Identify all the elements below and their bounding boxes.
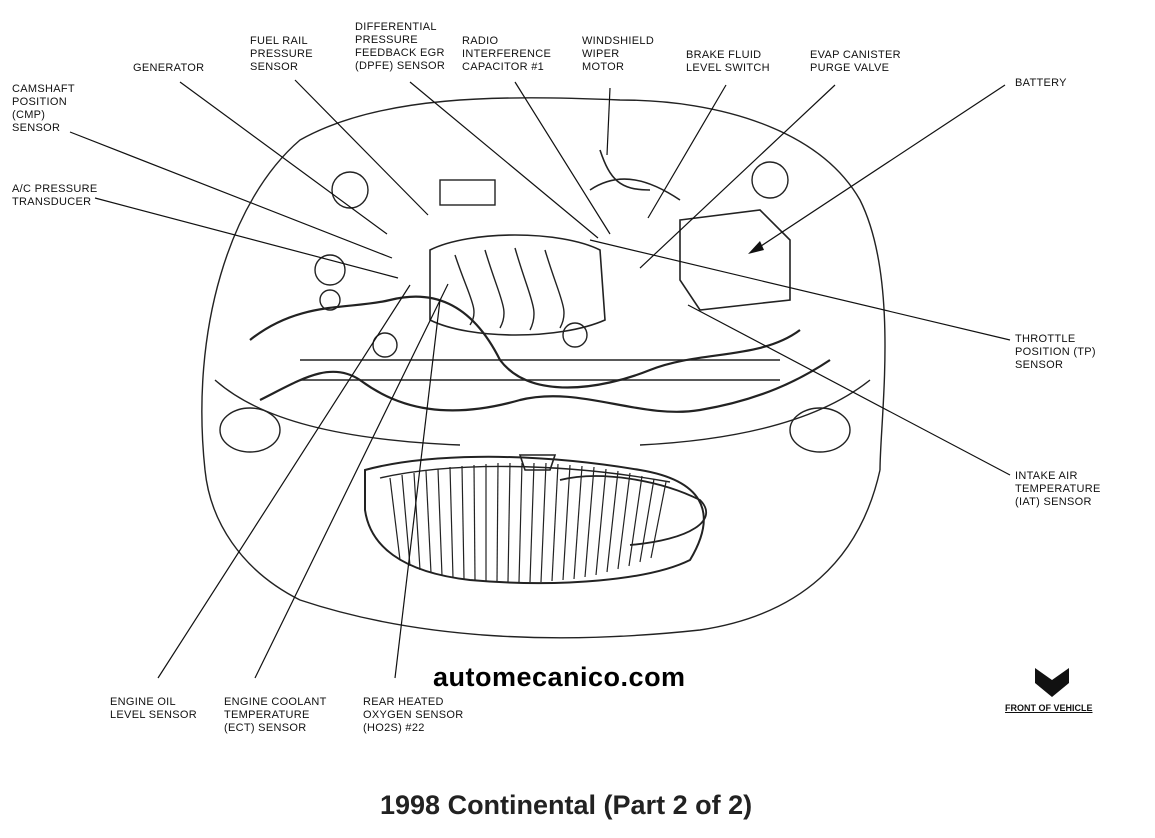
leader-generator: [179, 81, 388, 235]
label-fuel-rail-sensor: FUEL RAIL PRESSURE SENSOR: [250, 35, 313, 73]
label-battery: BATTERY: [1015, 77, 1067, 89]
battery-box: [679, 209, 791, 311]
strut-tower-left: [331, 171, 369, 209]
intake-manifold: [429, 234, 606, 336]
label-ac-transducer: A/C PRESSURE TRANSDUCER: [12, 183, 98, 208]
leader-evap: [639, 84, 836, 269]
label-ho2s-sensor: REAR HEATED OXYGEN SENSOR (HO2S) #22: [363, 696, 464, 734]
fender-left: [204, 469, 881, 639]
label-ect-sensor: ENGINE COOLANT TEMPERATURE (ECT) SENSOR: [224, 696, 327, 734]
label-iat-sensor: INTAKE AIR TEMPERATURE (IAT) SENSOR: [1015, 470, 1101, 508]
label-tp-sensor: THROTTLE POSITION (TP) SENSOR: [1015, 333, 1096, 371]
leader-battery: [754, 84, 1006, 251]
label-brake-fluid-switch: BRAKE FLUID LEVEL SWITCH: [686, 49, 770, 74]
leader-tp: [589, 239, 1011, 341]
leader-radio: [514, 81, 611, 235]
label-oil-level-sensor: ENGINE OIL LEVEL SENSOR: [110, 696, 197, 721]
page-title: 1998 Continental (Part 2 of 2): [380, 790, 753, 820]
grille: [364, 455, 705, 585]
leader-wiper: [606, 87, 611, 156]
label-camshaft-sensor: CAMSHAFT POSITION (CMP) SENSOR: [12, 83, 75, 134]
label-dpfe-sensor: DIFFERENTIAL PRESSURE FEEDBACK EGR (DPFE…: [355, 21, 446, 72]
watermark: automecanico.com: [433, 662, 686, 692]
leader-dpfe: [409, 81, 599, 239]
strut-tower-right: [751, 161, 789, 199]
leader-iat: [687, 304, 1011, 476]
leader-ect: [254, 283, 449, 679]
headlight-right: [789, 407, 851, 453]
label-generator: GENERATOR: [133, 62, 205, 74]
emblem: [518, 454, 557, 471]
front-of-vehicle-label: FRONT OF VEHICLE: [1005, 703, 1093, 713]
headlight-left: [219, 407, 281, 453]
air-cleaner: [439, 179, 496, 206]
leader-oil: [157, 284, 411, 679]
label-wiper-motor: WINDSHIELD WIPER MOTOR: [582, 35, 655, 73]
leader-ho2s: [394, 299, 441, 679]
leader-camshaft: [69, 131, 393, 259]
front-of-vehicle-arrow-icon: [1035, 668, 1069, 697]
leader-brake: [647, 84, 727, 219]
hood-outline: [201, 97, 886, 471]
leader-ac: [94, 197, 399, 279]
label-radio-capacitor: RADIO INTERFERENCE CAPACITOR #1: [462, 35, 552, 73]
leader-fuel-rail: [294, 79, 429, 216]
label-evap-purge-valve: EVAP CANISTER PURGE VALVE: [810, 49, 901, 74]
